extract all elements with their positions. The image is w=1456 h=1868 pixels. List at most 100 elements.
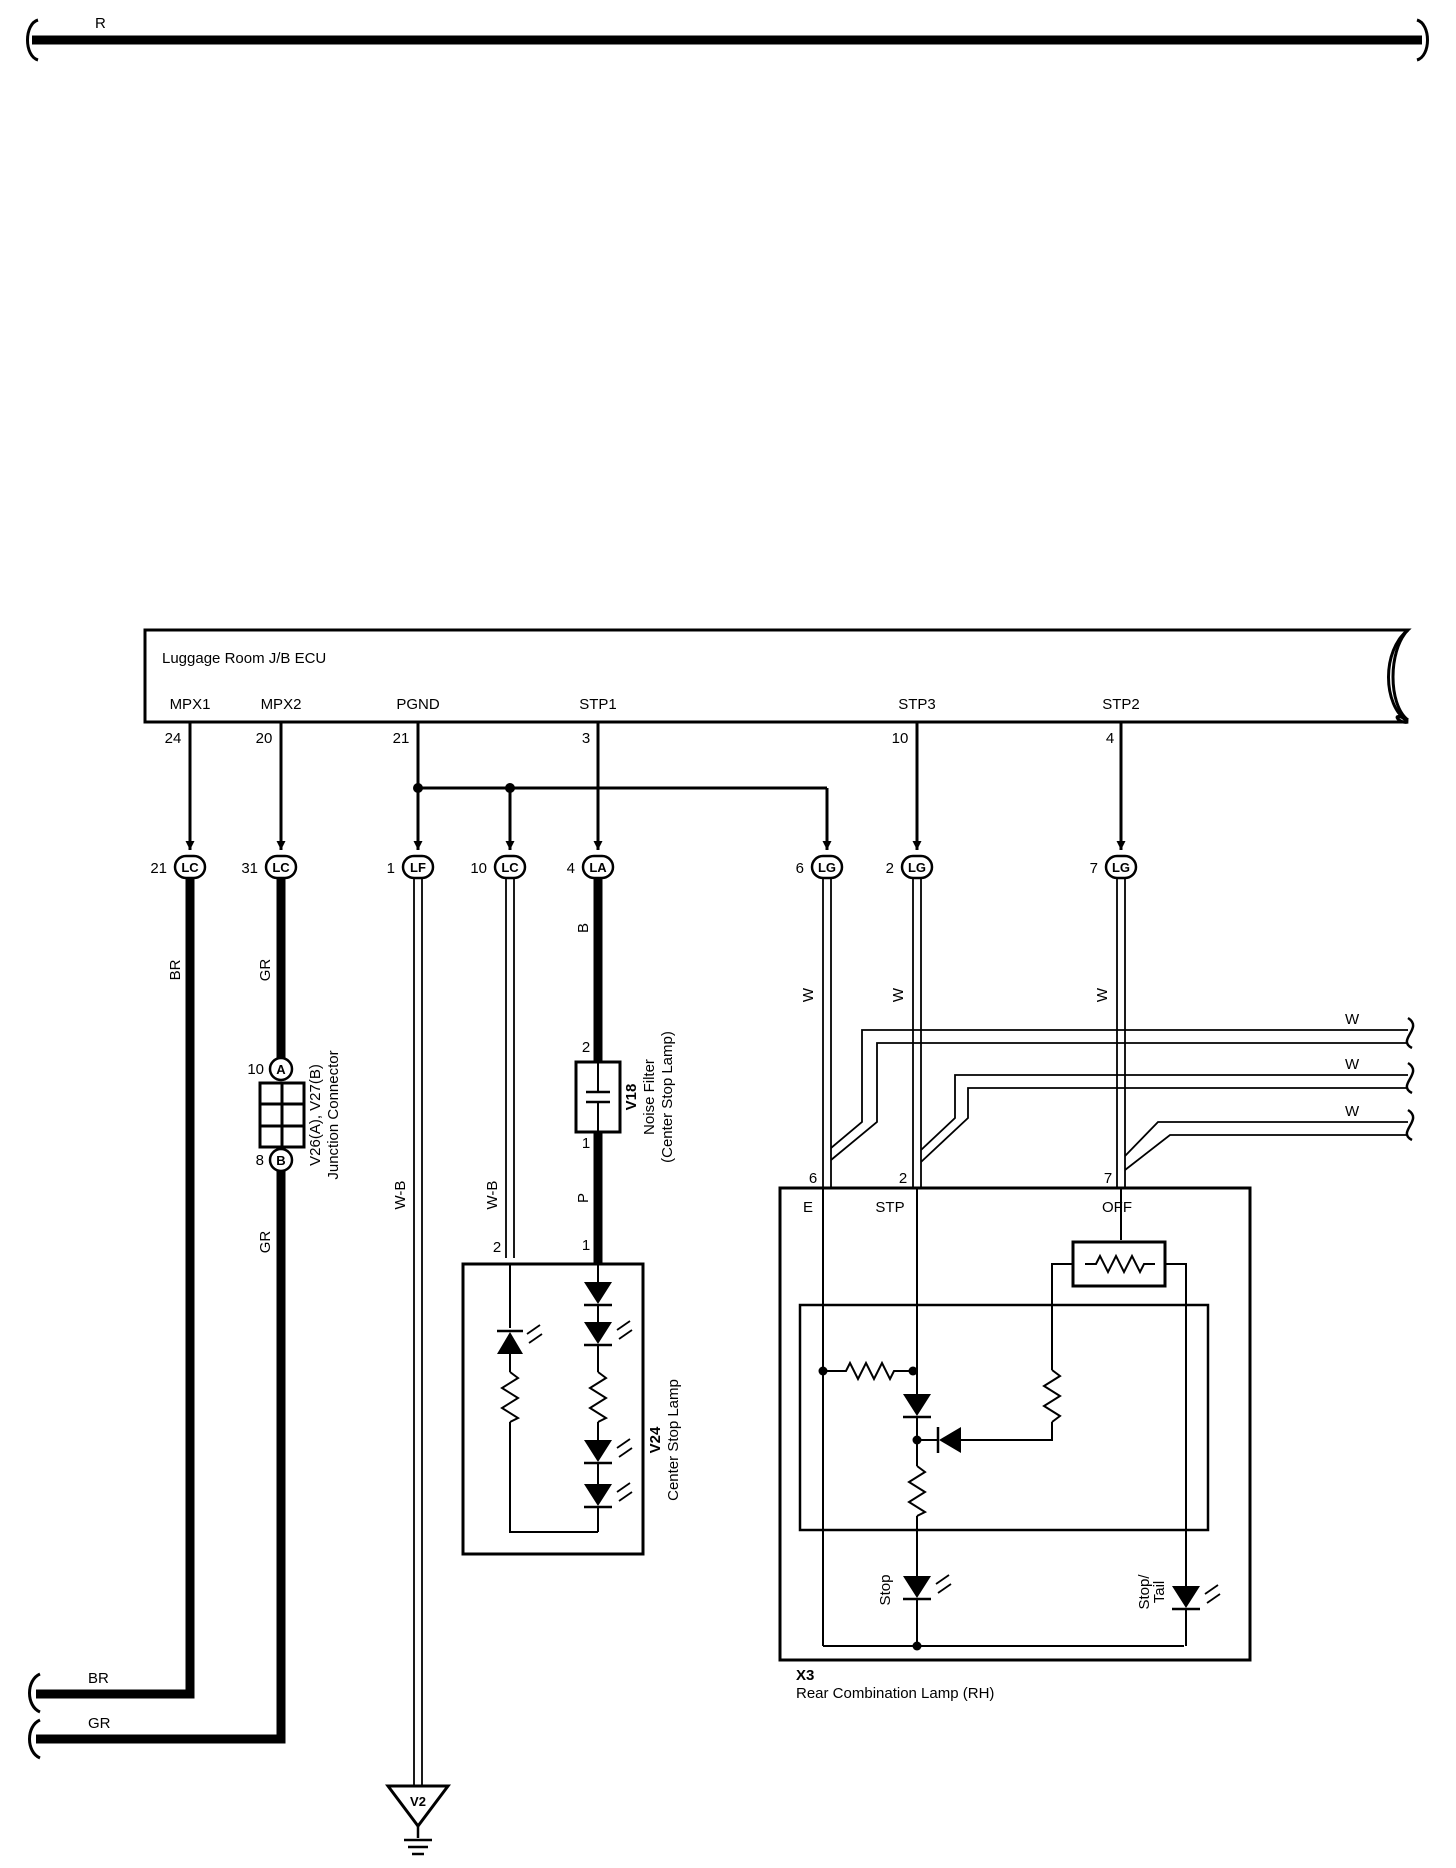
wire-label-br-bottom: BR (88, 1670, 109, 1687)
ecu-box: Luggage Room J/B ECU (143, 628, 1412, 724)
splice-dot (505, 783, 515, 793)
connector-lc-21: LC 21 (150, 854, 207, 880)
rear-lamp-term-e: E (803, 1199, 813, 1216)
ecu-title: Luggage Room J/B ECU (162, 650, 326, 667)
ecu-wires (185, 722, 1126, 850)
junction-code-b: B (276, 1153, 285, 1168)
wire-mpx2-gr: GR GR (36, 878, 286, 1744)
center-lamp-code: V24 (647, 1426, 664, 1453)
rear-lamp-desc: Rear Combination Lamp (RH) (796, 1685, 994, 1702)
ecu-pin-mpx1: 24 (165, 730, 182, 747)
ecu-pin-stp2: 4 (1106, 730, 1114, 747)
svg-text:4: 4 (567, 860, 575, 877)
ecu-pin-stp3: 10 (892, 730, 909, 747)
wire-label-wb-lamp: W-B (484, 1181, 501, 1210)
noise-filter-desc1: Noise Filter (641, 1059, 658, 1135)
svg-text:LG: LG (908, 860, 926, 875)
svg-text:7: 7 (1090, 860, 1098, 877)
svg-text:LA: LA (589, 860, 607, 875)
ecu-terminal-stp2: STP2 (1102, 696, 1140, 713)
noise-filter-pin-bottom: 1 (582, 1135, 590, 1152)
center-lamp-desc: Center Stop Lamp (665, 1379, 682, 1501)
rear-lamp-pin-stp: 2 (899, 1170, 907, 1187)
svg-text:10: 10 (470, 860, 487, 877)
svg-text:1: 1 (387, 860, 395, 877)
junction-code-a: A (276, 1062, 286, 1077)
connector-lg-6: LG 6 (796, 854, 844, 880)
wire-right-branch-1: W (830, 1011, 1408, 1161)
wire-stp1: B P 1 (575, 878, 603, 1264)
wire-break-marks (1405, 1016, 1415, 1142)
connector-lc-10: LC 10 (470, 854, 527, 880)
wire-label-gr-upper: GR (257, 959, 274, 982)
wire-right-branch-3: W (1124, 1103, 1408, 1171)
svg-text:31: 31 (241, 860, 258, 877)
ecu-terminal-pgnd: PGND (396, 696, 440, 713)
connector-lg-7: LG 7 (1090, 854, 1138, 880)
wire-label-gr-bottom: GR (88, 1715, 111, 1732)
wire-label-w-right-3: W (1345, 1103, 1360, 1120)
ground-code: V2 (410, 1794, 426, 1809)
rear-lamp-stop-label: Stop (877, 1575, 894, 1606)
rear-lamp-stoptail-label-1: Stop/ (1136, 1574, 1153, 1610)
rear-combination-lamp-x3: E STP OFF (778, 1186, 1252, 1702)
wire-label-wb: W-B (392, 1181, 409, 1210)
svg-text:6: 6 (796, 860, 804, 877)
svg-text:LF: LF (410, 860, 426, 875)
center-stop-lamp-v24: V24 Center Stop Lamp (461, 1262, 682, 1556)
ecu-pin-stp1: 3 (582, 730, 590, 747)
wire-label-gr-lower: GR (257, 1231, 274, 1254)
svg-text:LC: LC (272, 860, 290, 875)
lamp-pin-power: 1 (582, 1237, 590, 1254)
wire-off-w: W (1094, 878, 1126, 1188)
led-rays (526, 1324, 543, 1344)
junction-connector: A 10 B 8 V26(A), V27(B) Junction Connect… (247, 1050, 342, 1179)
bottom-left-terminations: BR GR (28, 1670, 111, 1760)
wire-label-w-off: W (1094, 987, 1111, 1002)
lamp-pin-ground: 2 (493, 1239, 501, 1256)
rear-lamp-stoptail-label-2: Tail (1151, 1581, 1168, 1604)
ecu-terminal-mpx1: MPX1 (170, 696, 211, 713)
ground-v2: V2 (385, 1784, 451, 1856)
junction-label: V26(A), V27(B) (307, 1064, 324, 1166)
connector-la-4: LA 4 (567, 854, 615, 880)
wire-pgnd-wb: W-B (392, 878, 423, 1786)
svg-text:LG: LG (1112, 860, 1130, 875)
noise-filter-pin-top: 2 (582, 1039, 590, 1056)
rear-lamp-term-off: OFF (1102, 1199, 1132, 1216)
wire-label-b: B (575, 923, 592, 933)
noise-filter-code: V18 (623, 1084, 640, 1111)
rear-lamp-pin-e: 6 (809, 1170, 817, 1187)
svg-text:2: 2 (886, 860, 894, 877)
connector-lg-2: LG 2 (886, 854, 934, 880)
wire-right-branch-2: W (920, 1056, 1408, 1163)
rear-lamp-code: X3 (796, 1667, 814, 1684)
connector-lf-1: LF 1 (387, 854, 435, 880)
noise-filter-desc2: (Center Stop Lamp) (659, 1031, 676, 1163)
wire-mpx1-br: BR (36, 878, 195, 1699)
junction-desc: Junction Connector (325, 1050, 342, 1179)
junction-pin-a: 10 (247, 1061, 264, 1078)
ecu-pin-pgnd: 21 (393, 730, 410, 747)
wire-stp-w: W (890, 878, 922, 1188)
rear-lamp-pin-off: 7 (1104, 1170, 1112, 1187)
wire-label-w-right-2: W (1345, 1056, 1360, 1073)
svg-text:LC: LC (501, 860, 519, 875)
svg-text:LG: LG (818, 860, 836, 875)
svg-text:LC: LC (181, 860, 199, 875)
wire-label-br: BR (167, 959, 184, 980)
wire-label-w-e: W (800, 987, 817, 1002)
wire-label-w-right-1: W (1345, 1011, 1360, 1028)
wire-label-p: P (575, 1193, 592, 1203)
noise-filter-v18: 2 1 V18 Noise Filter (Center Stop Lamp) (574, 1031, 676, 1163)
ecu-terminal-mpx2: MPX2 (261, 696, 302, 713)
wire-e-w: W (800, 878, 832, 1188)
svg-text:21: 21 (150, 860, 167, 877)
rear-lamp-term-stp: STP (875, 1199, 904, 1216)
ecu-terminal-stp3: STP3 (898, 696, 936, 713)
top-bus: R (26, 15, 1429, 62)
ecu-terminal-stp1: STP1 (579, 696, 617, 713)
wire-lamp-ground-wb: W-B 2 (484, 878, 515, 1258)
top-bus-label: R (95, 15, 106, 32)
